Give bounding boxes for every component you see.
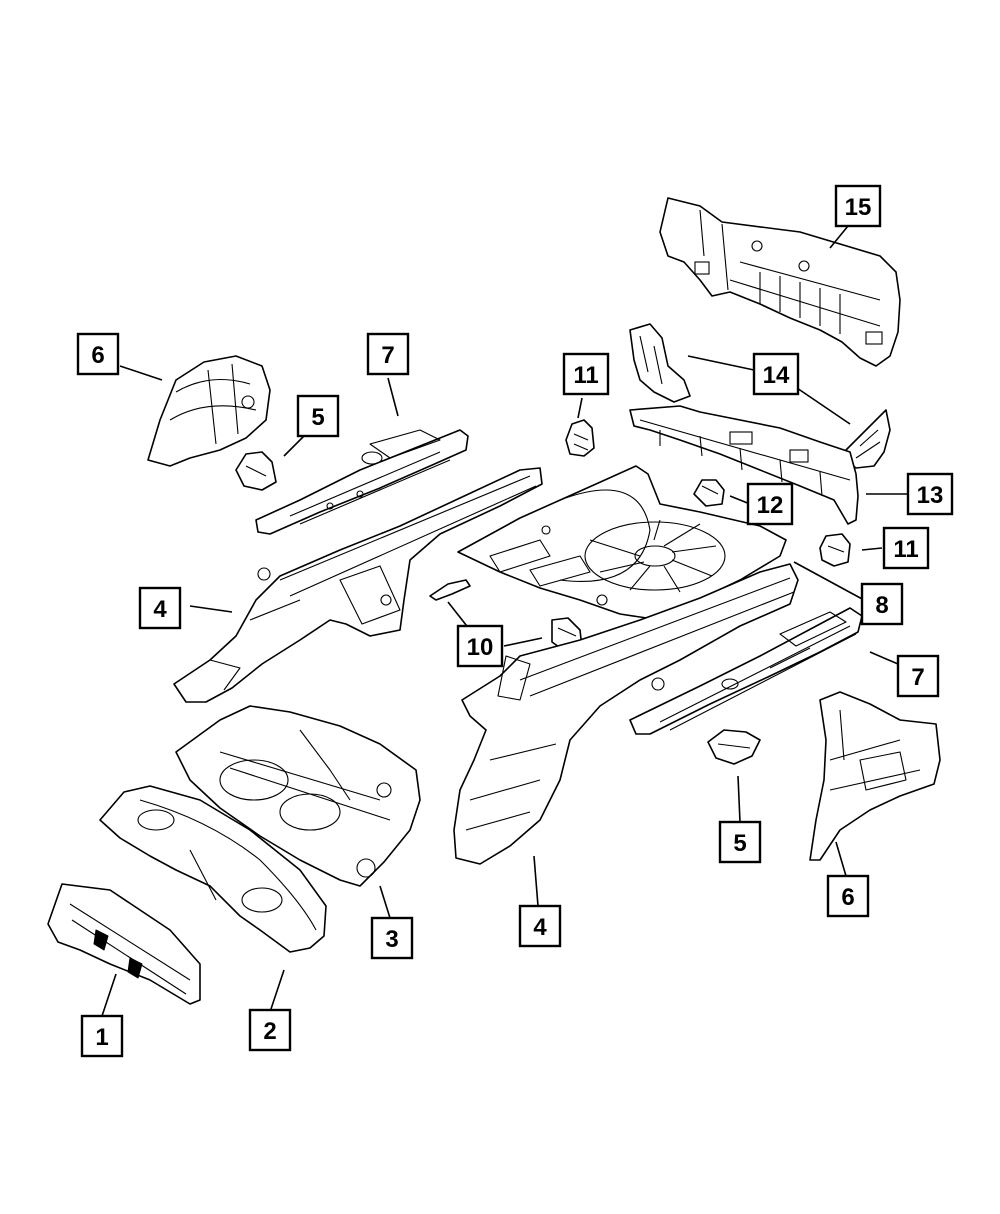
callout-4-right: 4 xyxy=(518,904,562,948)
callout-11-lower: 11 xyxy=(882,526,930,570)
callout-label: 14 xyxy=(763,362,790,389)
callout-label: 4 xyxy=(153,596,167,623)
callout-12: 12 xyxy=(746,482,794,526)
callout-label: 7 xyxy=(381,342,394,369)
callout-15: 15 xyxy=(834,184,882,228)
callout-label: 5 xyxy=(733,830,746,857)
callout-7-lower: 7 xyxy=(896,654,940,698)
part-bracket-5-upper xyxy=(235,451,277,491)
callout-13: 13 xyxy=(906,472,954,516)
leader-lines xyxy=(101,225,908,1017)
callout-label: 6 xyxy=(841,884,854,911)
callout-5-lower: 5 xyxy=(718,820,762,864)
callout-label: 7 xyxy=(911,664,924,691)
callout-label: 11 xyxy=(573,362,598,389)
part-front-cross-member xyxy=(99,785,327,953)
callout-label: 2 xyxy=(263,1018,276,1045)
callout-3: 3 xyxy=(370,916,414,960)
callout-label: 11 xyxy=(893,536,918,563)
part-bracket-10a xyxy=(429,579,471,601)
callout-label: 15 xyxy=(845,194,872,221)
callout-label: 10 xyxy=(467,634,494,661)
callout-1: 1 xyxy=(80,1014,124,1058)
part-wheelhouse-right xyxy=(809,691,941,861)
callout-label: 13 xyxy=(917,482,944,509)
callout-label: 5 xyxy=(311,404,324,431)
part-reinforcement-right xyxy=(839,409,891,469)
callout-6-lower: 6 xyxy=(826,874,870,918)
callout-2: 2 xyxy=(248,1008,292,1052)
callout-label: 4 xyxy=(533,914,547,941)
part-front-floor-pan xyxy=(175,705,421,887)
part-mount-upper xyxy=(565,419,595,457)
part-frame-rail-right xyxy=(453,563,799,865)
part-cross-member xyxy=(629,405,859,525)
callout-10: 10 xyxy=(456,624,504,668)
part-bracket-12 xyxy=(693,479,725,507)
callout-7-upper: 7 xyxy=(366,332,410,376)
callout-label: 3 xyxy=(385,926,398,953)
callout-8: 8 xyxy=(860,582,904,626)
callout-11-upper: 11 xyxy=(562,352,610,396)
part-wheelhouse-left xyxy=(147,355,271,467)
callout-6-upper: 6 xyxy=(76,332,120,376)
callout-4-left: 4 xyxy=(138,586,182,630)
callout-5-upper: 5 xyxy=(296,394,340,438)
part-rear-floor-pan xyxy=(457,465,787,621)
part-bracket-5-lower xyxy=(707,729,761,765)
part-frame-rail-left xyxy=(173,467,543,703)
part-floor-rail-right xyxy=(629,607,863,735)
callout-label: 8 xyxy=(875,592,888,619)
part-rear-panel xyxy=(659,197,901,367)
part-mount-lower xyxy=(819,533,851,567)
callout-label: 6 xyxy=(91,342,104,369)
callout-label: 12 xyxy=(757,492,784,519)
part-reinforcement-left xyxy=(629,323,691,403)
part-dash-panel xyxy=(47,883,201,1005)
callout-14: 14 xyxy=(752,352,800,396)
part-floor-rail-left xyxy=(255,429,469,535)
callout-label: 1 xyxy=(95,1024,108,1051)
